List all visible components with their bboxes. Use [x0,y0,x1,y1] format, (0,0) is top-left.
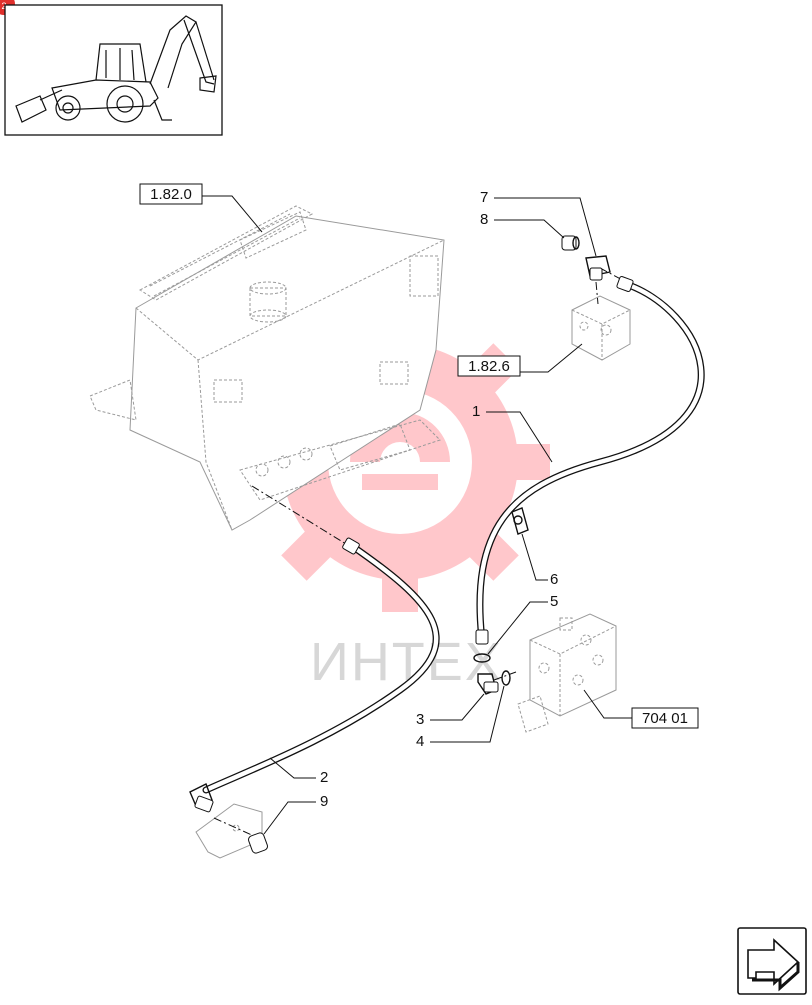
ref-label-control-valve: 704 01 [642,710,688,727]
svg-text:4: 4 [416,733,424,750]
ref-box-valve-block[interactable]: 1.82.6 [457,343,583,377]
svg-text:9: 9 [320,793,328,810]
callout-1: 1 [472,403,553,463]
tee-fitting[interactable] [585,255,611,281]
callout-4: 4 [416,685,505,750]
next-page-arrow-icon [747,938,800,992]
hose-clamp[interactable] [511,507,529,535]
callout-2: 2 [269,757,328,786]
seal-ring-upper[interactable] [473,653,491,663]
cap-lower[interactable] [247,832,268,854]
ref-label-tank: 1.82.0 [150,186,192,203]
svg-text:3: 3 [416,711,424,728]
callout-3: 3 [416,693,485,728]
ref-label-valve-block: 1.82.6 [468,358,510,375]
svg-text:5: 5 [550,593,558,610]
hose-1[interactable] [475,276,705,645]
backhoe-loader-icon [15,15,217,123]
hose-2[interactable] [189,537,440,813]
svg-text:8: 8 [480,211,488,228]
control-valve-ghost [517,613,617,733]
svg-text:2: 2 [320,769,328,786]
callout-6: 6 [521,533,558,588]
callout-9: 9 [263,793,328,835]
centerlines [213,267,631,837]
callout-8: 8 [480,211,565,239]
ref-box-control-valve[interactable]: 704 01 [583,689,699,729]
next-page-button[interactable] [737,927,807,995]
elbow-fitting[interactable] [477,673,499,695]
svg-text:7: 7 [480,189,488,206]
ref-box-tank[interactable]: 1.82.0 [139,183,263,233]
cap-upper[interactable] [561,235,580,251]
svg-text:1: 1 [472,403,480,420]
callout-7: 7 [480,189,597,257]
hydraulic-tank-ghost [89,205,445,531]
svg-text:2: 2 [1,1,6,11]
seal-ring-lower[interactable] [501,670,511,686]
valve-block-ghost [571,295,631,361]
callout-5: 5 [487,593,558,655]
svg-text:6: 6 [550,571,558,588]
machine-thumbnail [4,4,223,136]
